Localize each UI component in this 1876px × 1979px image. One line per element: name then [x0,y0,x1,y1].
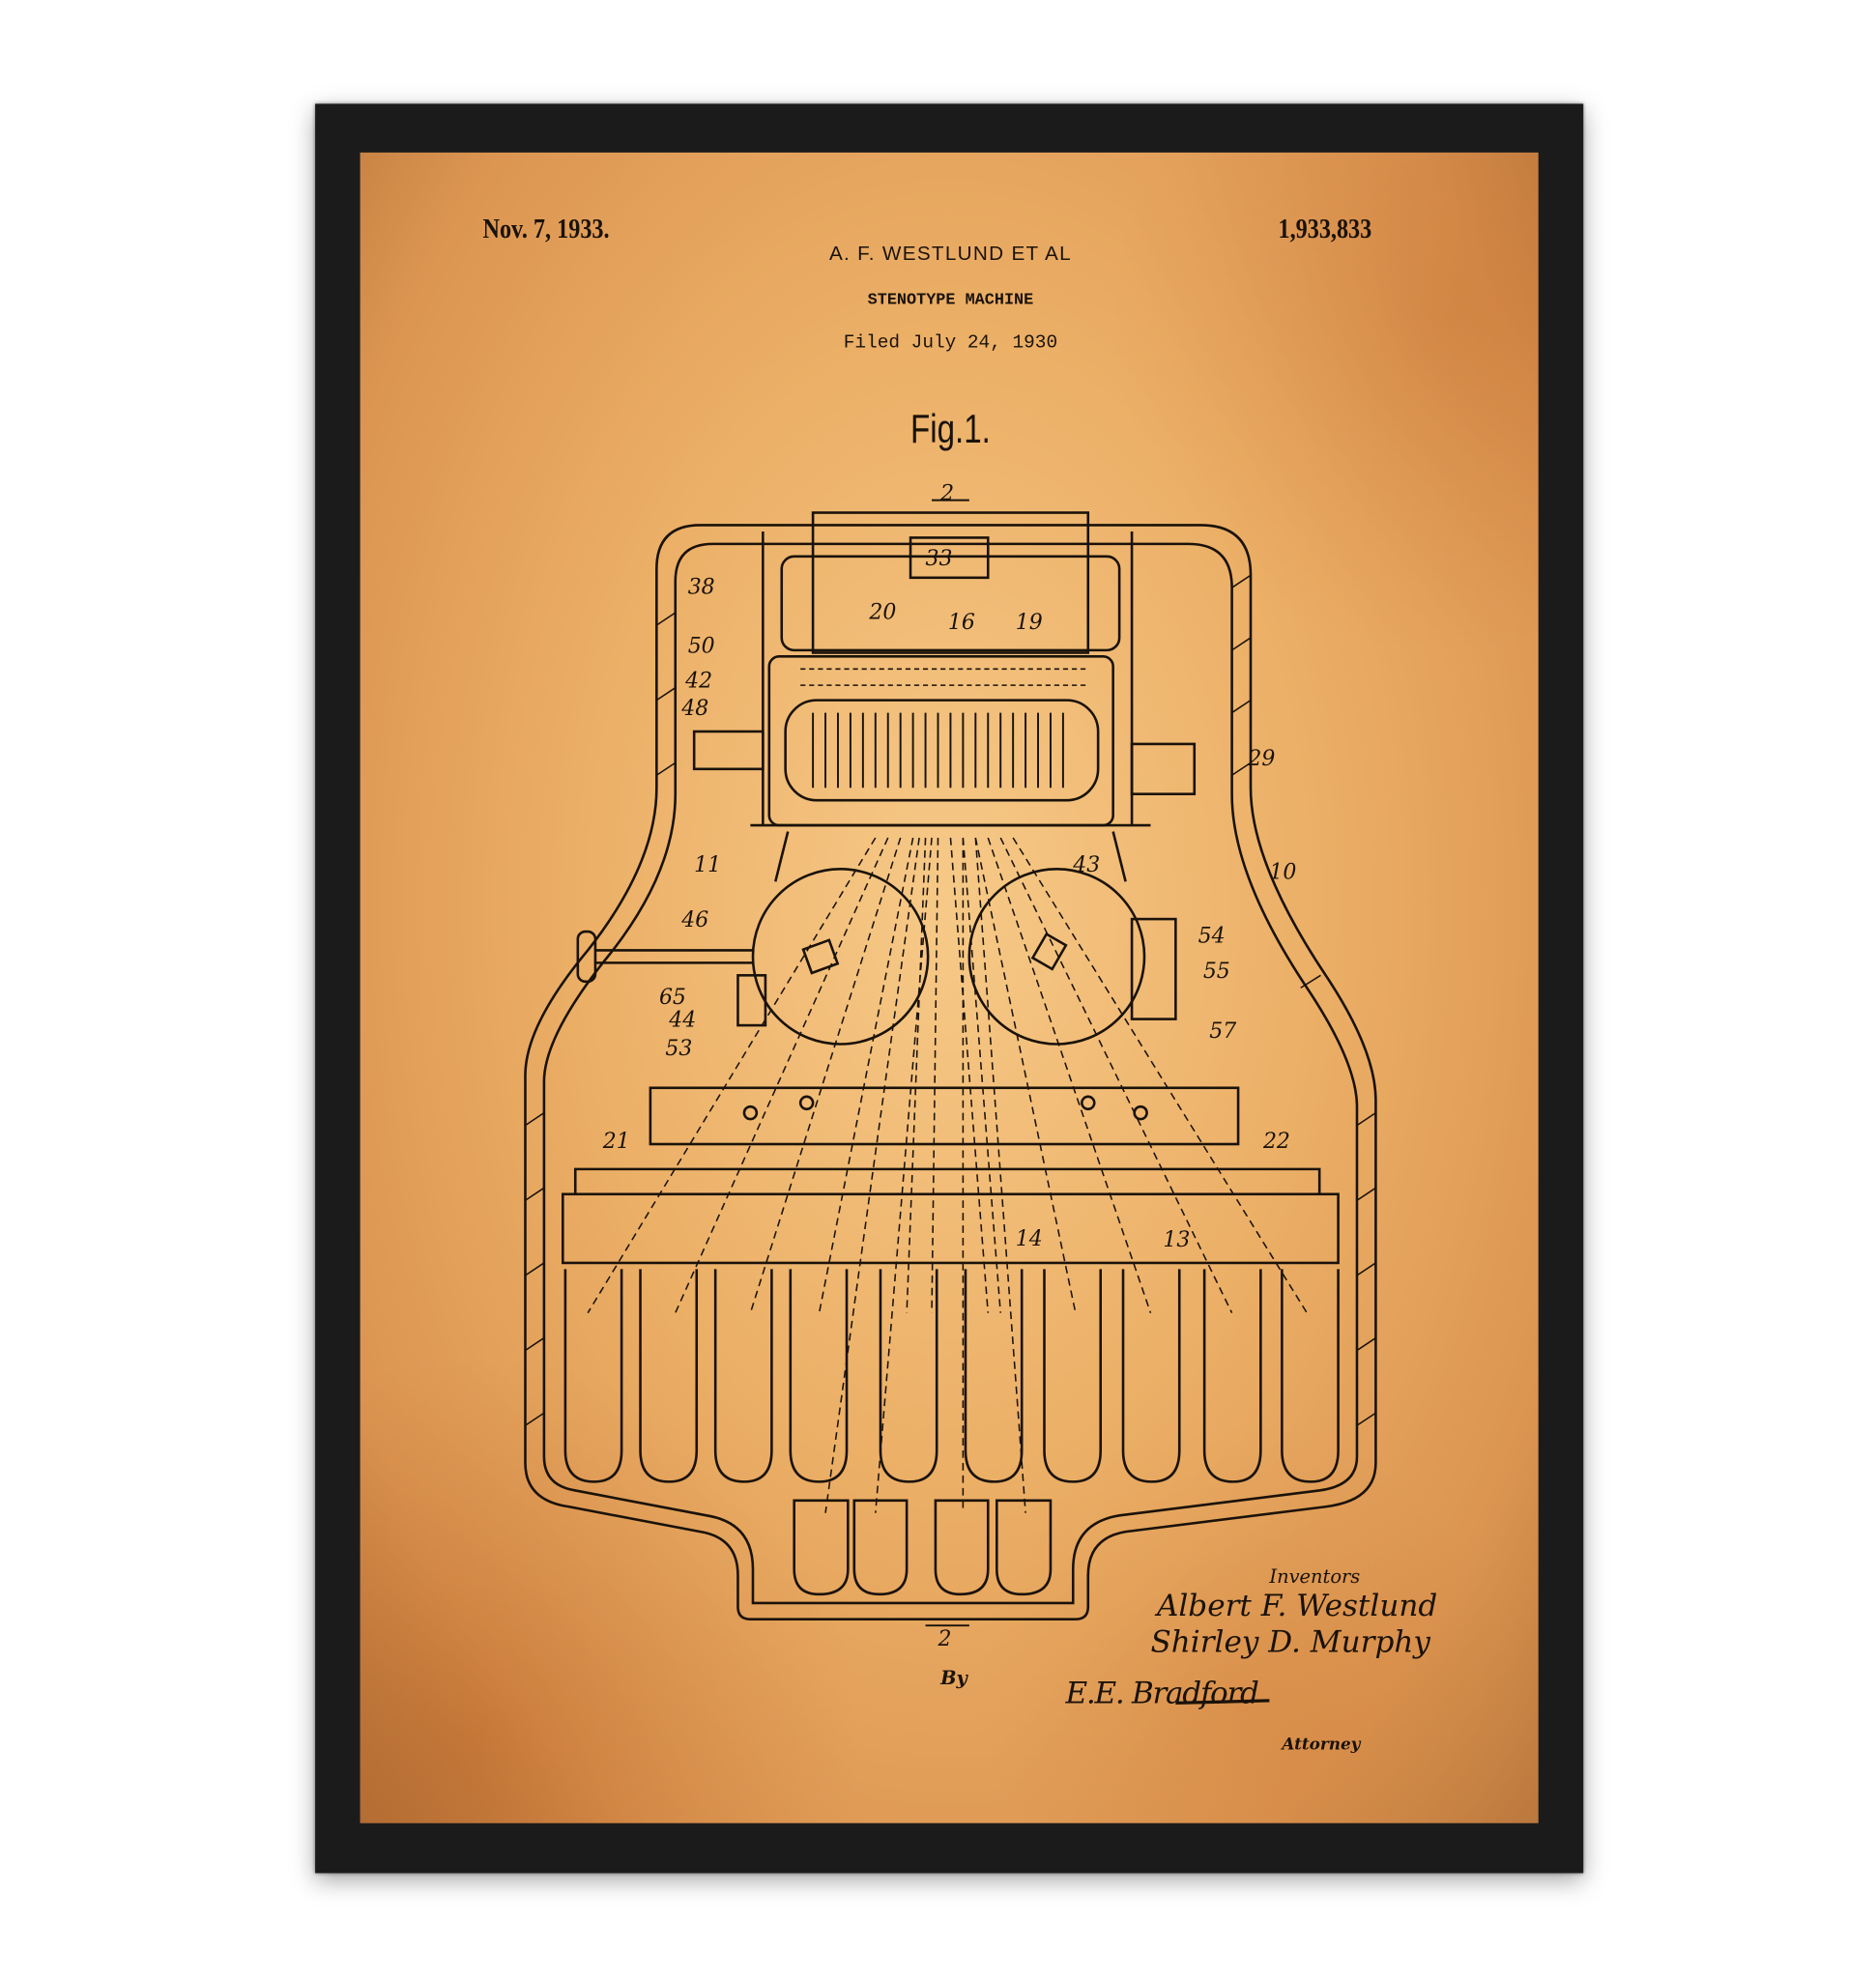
housing-hatching [525,575,1375,1425]
ref-10: 10 [1269,861,1296,885]
ref-22: 22 [1262,1130,1290,1154]
ref-44: 44 [668,1008,696,1032]
left-bracket [694,731,763,769]
ref-33: 33 [926,547,953,571]
type-bars [813,713,1063,789]
ref-57: 57 [1209,1019,1236,1044]
housing-inner-wall [544,544,1357,1603]
key-rail [563,1194,1338,1263]
ref-46: 46 [680,908,708,932]
cross-bar [650,1088,1238,1144]
ref-13: 13 [1163,1228,1190,1252]
ref-42: 42 [684,670,712,694]
ref-43: 43 [1072,853,1100,877]
ref-48: 48 [680,697,708,721]
lower-keys [794,1501,1051,1594]
ref-2-bottom: 2 [938,1627,952,1651]
inventors-label: Inventors [1269,1565,1360,1588]
ref-2: 2 [939,482,954,506]
ref-11: 11 [694,853,721,877]
ref-21: 21 [602,1130,630,1154]
ref-16: 16 [948,611,975,635]
ref-50: 50 [688,634,715,658]
ref-55: 55 [1203,960,1230,984]
attorney-signature: E.E. Bradford [1065,1676,1257,1710]
ref-65: 65 [659,986,686,1010]
attorney-label: Attorney [1282,1735,1360,1754]
inventor-1: Albert F. Westlund [1157,1588,1437,1622]
ref-29: 29 [1247,747,1275,771]
ref-38: 38 [688,576,715,600]
ref-14: 14 [1016,1227,1043,1251]
ref-19: 19 [1016,611,1043,635]
by-label: By [940,1667,967,1689]
housing-outline [525,525,1375,1619]
ref-54: 54 [1198,925,1226,949]
inventor-2: Shirley D. Murphy [1150,1624,1429,1659]
ref-20: 20 [868,601,896,625]
right-bracket [1132,744,1195,794]
ref-53: 53 [665,1037,692,1061]
ribbon-spool-right [969,869,1144,1044]
